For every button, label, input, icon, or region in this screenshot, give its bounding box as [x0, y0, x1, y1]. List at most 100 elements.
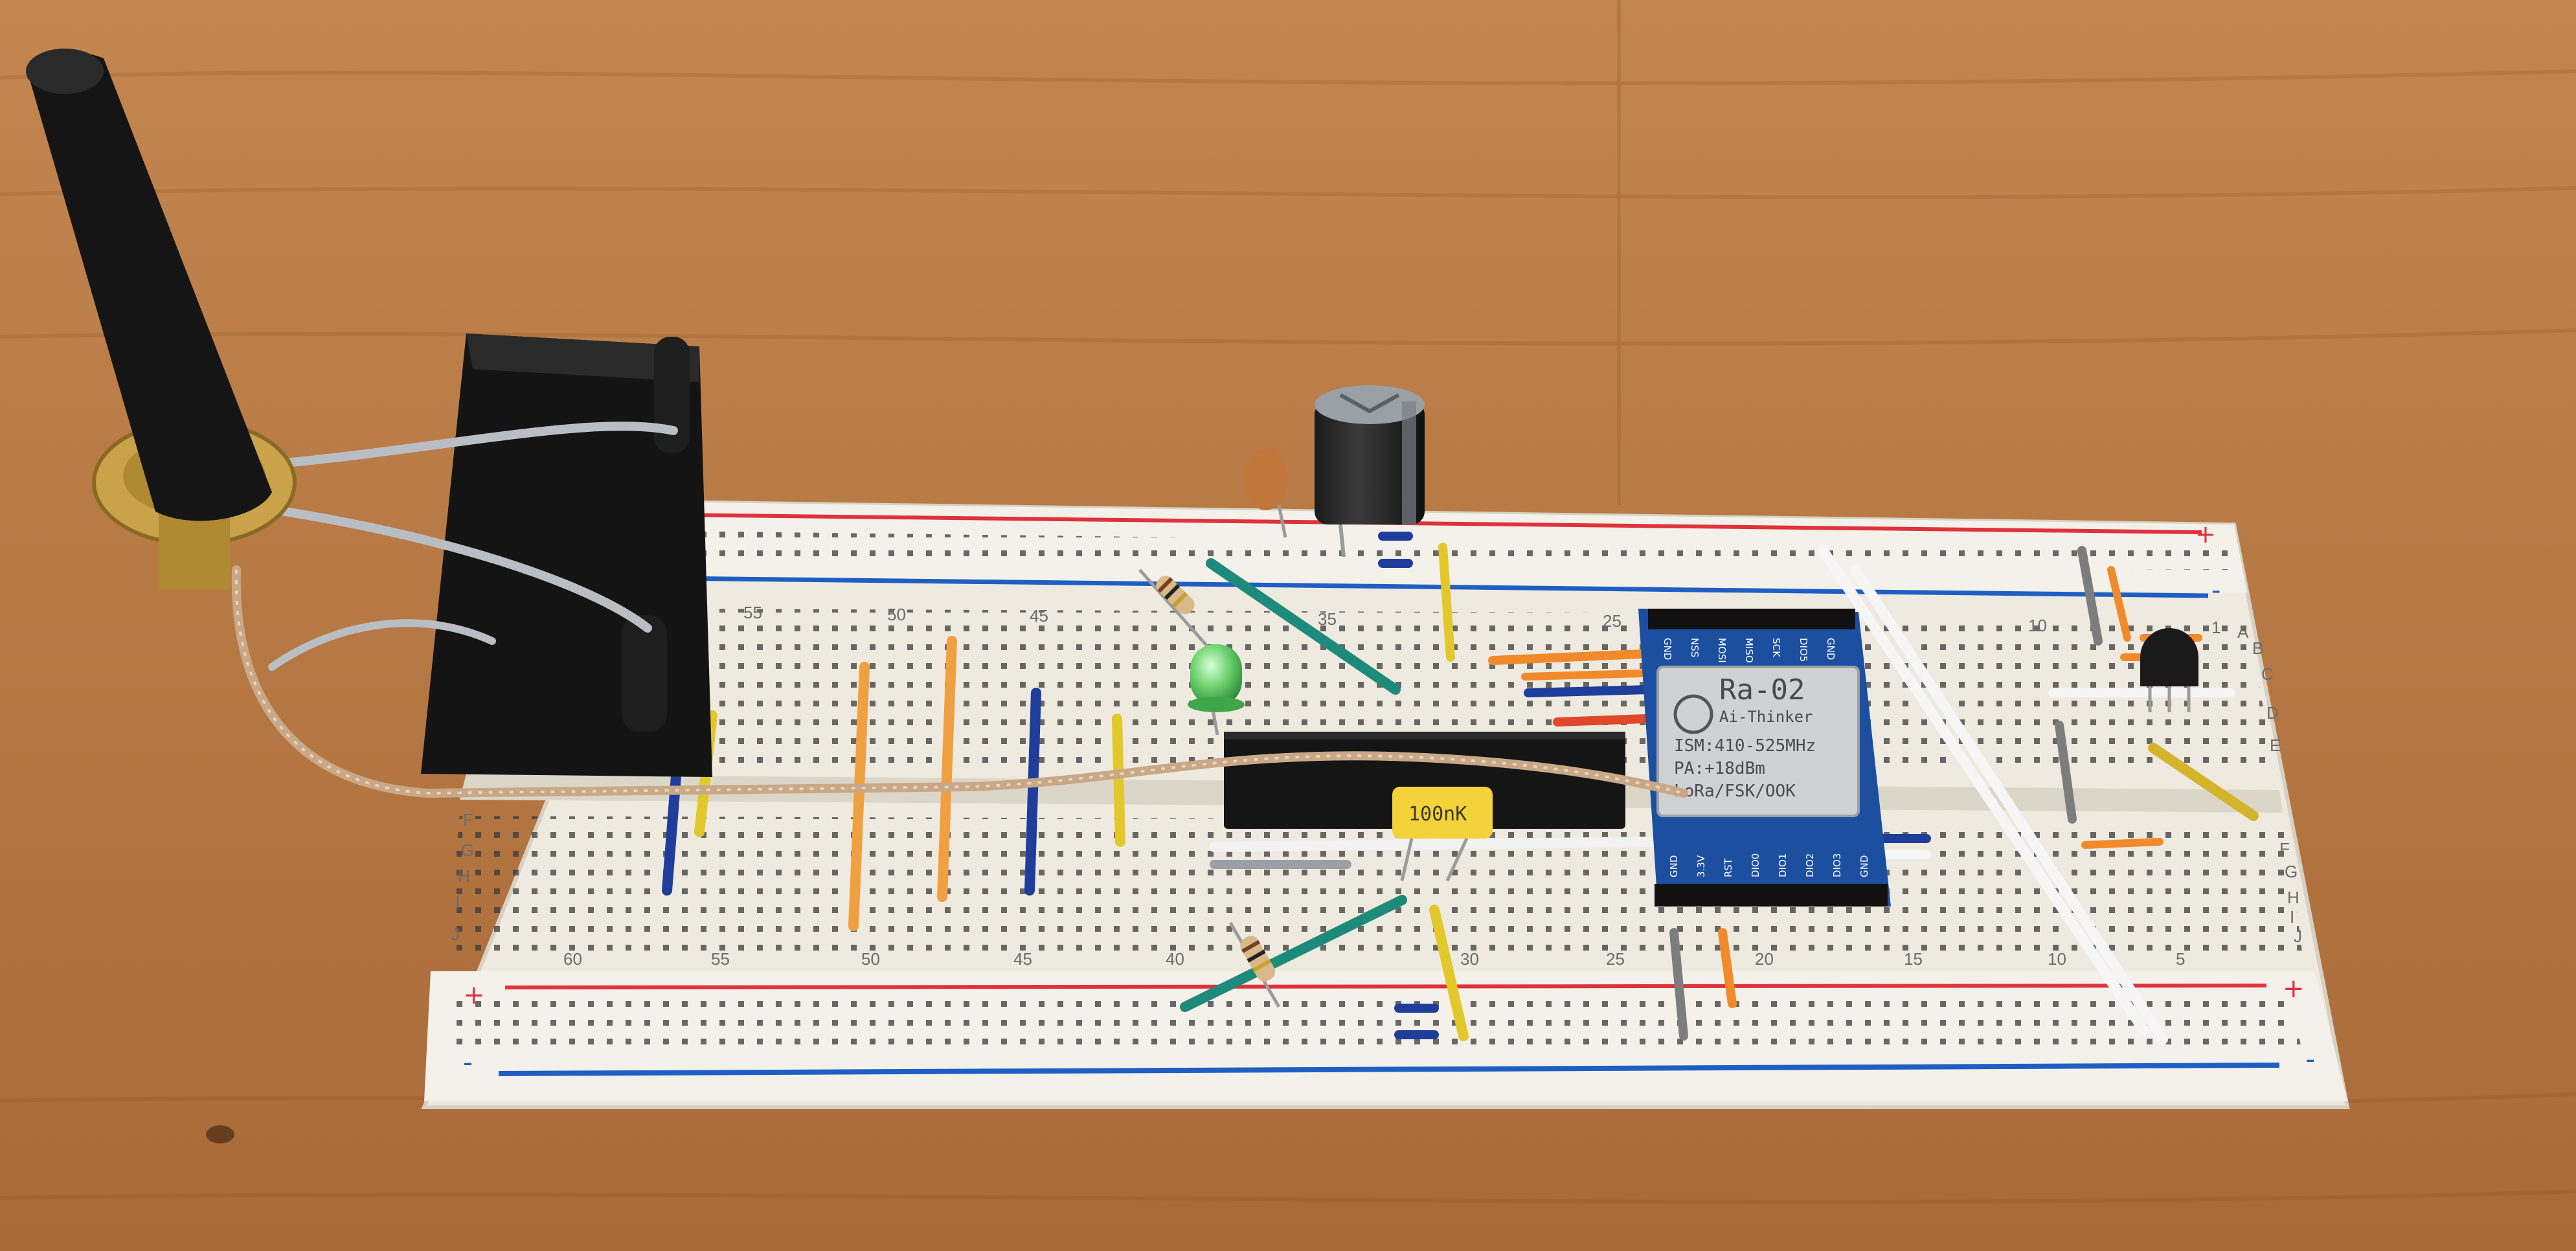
row-letter-i: I: [2290, 907, 2294, 927]
row-letter-f: F: [2279, 839, 2290, 859]
bottom-rail-minus-right: -: [2305, 1043, 2315, 1075]
module-modes: LoRa/FSK/OOK: [1674, 782, 1796, 801]
wire-orange-3: [1488, 649, 1646, 665]
column-numbers-bottom: 60 55 50 45 40 30 25 20 15 10 5: [563, 949, 2185, 969]
col-50-top: 50: [887, 605, 906, 624]
electrolytic-capacitor: [1315, 385, 1425, 558]
row-letters-top: A B C D E: [2237, 622, 2281, 755]
row-letter-a: A: [2237, 622, 2249, 642]
ai-thinker-logo-icon: [1673, 694, 1713, 734]
row-letter-i-left: I: [455, 892, 460, 912]
row-letter-b: B: [2252, 638, 2263, 658]
pin-label-3v3: 3.3V: [1695, 855, 1707, 877]
row-letter-j: J: [2294, 927, 2302, 946]
pin-label-dio3: DIO3: [1831, 853, 1843, 877]
pin-label-gnd-top-2: GND: [1825, 638, 1836, 660]
green-led: [1188, 644, 1245, 736]
pin-label-dio5: DIO5: [1798, 638, 1809, 662]
wire-yellow-3: [1438, 543, 1455, 662]
row-letter-j-left: J: [451, 925, 460, 944]
pin-label-gnd-bottom-1: GND: [1668, 855, 1680, 877]
pin-label-sck: SCK: [1770, 638, 1782, 658]
wire-orange-9: [2081, 838, 2164, 849]
wire-white-2: [1818, 545, 2149, 1035]
binder-clip: [268, 333, 712, 777]
top-rail-blue-line: [670, 576, 2209, 598]
col-55-top: 55: [743, 603, 762, 622]
film-capacitor-marking: 100nK: [1408, 803, 1467, 826]
bottom-rail-minus-left: -: [463, 1046, 473, 1078]
module-power: PA:+18dBm: [1674, 759, 1765, 778]
bottom-pin-labels: GND 3.3V RST DIO0 DIO1 DIO2 DIO3 GND: [1668, 853, 1870, 877]
top-rail-red-line: [666, 513, 2202, 534]
pin-label-miso: MISO: [1743, 638, 1755, 663]
pin-label-nss: NSS: [1689, 638, 1700, 657]
wire-orange-6: [2107, 566, 2131, 642]
wire-white-3: [1850, 565, 2168, 1044]
pin-label-rst: RST: [1723, 858, 1734, 877]
lora-module: GND NSS MOSI MISO SCK DIO5 GND Ra-02 Ai-…: [1638, 609, 1891, 907]
col-30-bottom: 30: [1460, 949, 1479, 969]
wire-orange-5: [1718, 928, 1737, 1008]
top-pin-labels: GND NSS MOSI MISO SCK DIO5 GND: [1662, 638, 1836, 663]
wire-gray-3: [2077, 546, 2103, 646]
col-35-top: 35: [1318, 609, 1337, 629]
wire-red-1: [1553, 714, 1649, 727]
rf-shield: Ra-02 Ai-Thinker ISM:410-525MHz PA:+18dB…: [1656, 666, 1860, 817]
pin-label-dio0: DIO0: [1750, 853, 1761, 877]
top-rail-minus-label: -: [2211, 576, 2220, 605]
wire-gray-4: [2055, 721, 2077, 824]
column-numbers-top: 55 50 45 35 25 10 1: [743, 603, 2220, 637]
film-capacitor: 100nK: [1392, 787, 1493, 882]
col-25-bottom: 25: [1606, 949, 1625, 969]
wire-orange-1: [848, 662, 870, 931]
row-letter-d: D: [2266, 703, 2279, 723]
wire-blue-2: [1024, 688, 1041, 896]
resistor-bottom: [1228, 921, 1281, 1008]
row-letter-h: H: [2287, 888, 2299, 907]
col-45-top: 45: [1030, 606, 1048, 626]
transistor-to92: [2140, 628, 2198, 712]
row-letter-h-left: H: [458, 866, 470, 886]
module-model: Ra-02: [1719, 673, 1805, 706]
col-50-bottom: 50: [861, 949, 880, 969]
col-1-top: 1: [2211, 618, 2220, 637]
bottom-rail-plus-right: +: [2283, 974, 2305, 1004]
pin-label-dio1: DIO1: [1777, 853, 1789, 877]
row-letters-bottom: F G H I J F G H I J: [451, 810, 2302, 946]
wire-yellow-2: [1112, 714, 1125, 847]
bottom-rail-plus-left: +: [463, 980, 485, 1010]
wire-yellow-5: [2148, 743, 2259, 821]
antenna: [26, 49, 297, 589]
col-10-top: 10: [2028, 616, 2047, 635]
col-40-bottom: 40: [1166, 949, 1184, 969]
wire-orange-2: [937, 636, 957, 902]
wire-white-1: [1209, 837, 1656, 852]
top-rail-plus-label: +: [2195, 520, 2216, 548]
row-letter-g-left: G: [461, 840, 474, 860]
module-pin-headers: [1648, 609, 1888, 907]
col-60-bottom: 60: [563, 949, 582, 969]
pin-label-gnd-bottom-2: GND: [1859, 855, 1870, 877]
bottom-rail-blue-line: [498, 1063, 2280, 1076]
wire-yellow-4: [1429, 905, 1469, 1041]
module-brand: Ai-Thinker: [1719, 708, 1813, 726]
col-15-bottom: 15: [1904, 949, 1923, 969]
pin-label-gnd-top-1: GND: [1662, 638, 1673, 660]
col-25-top: 25: [1603, 611, 1621, 631]
row-letter-c: C: [2261, 664, 2274, 684]
resistor-top: [1138, 569, 1215, 655]
wire-teal-1: [1206, 558, 1401, 695]
pin-label-dio2: DIO2: [1804, 853, 1816, 877]
col-5-bottom: 5: [2176, 949, 2185, 969]
module-frequency: ISM:410-525MHz: [1674, 736, 1816, 756]
pin-label-mosi: MOSI: [1716, 638, 1728, 663]
row-letter-e: E: [2270, 736, 2281, 755]
col-45-bottom: 45: [1013, 949, 1032, 969]
col-10-bottom: 10: [2048, 949, 2066, 969]
wire-gray-2: [1669, 928, 1688, 1041]
ceramic-capacitor: [1244, 448, 1288, 538]
wire-teal-2: [1180, 895, 1407, 1012]
wire-blue-3: [1524, 685, 1653, 697]
